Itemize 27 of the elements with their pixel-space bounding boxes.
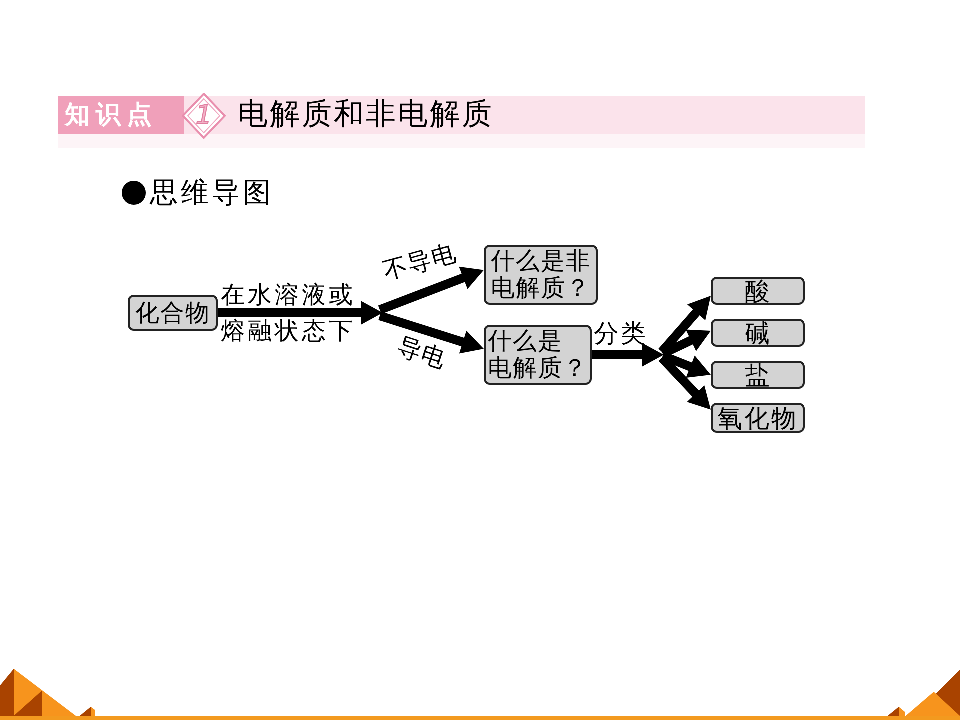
concept-box (711, 361, 805, 389)
arrow-label: 熔融状态下 (221, 319, 356, 343)
arrow (218, 301, 383, 325)
section-number: 1 (182, 93, 226, 139)
title: 电解质和非电解质 (238, 100, 494, 130)
concept-box (711, 319, 805, 347)
arrow (661, 352, 713, 380)
concept-box (128, 295, 218, 331)
concept-text: 什么是非电解质？ (491, 248, 591, 302)
concept-text: 盐 (745, 362, 771, 388)
arrow (378, 266, 486, 314)
arrow (378, 312, 486, 354)
concept-text: 碱 (745, 320, 771, 346)
section-heading: 思维导图 (150, 179, 274, 207)
arrow (592, 343, 664, 367)
concept-text: 酸 (745, 278, 771, 304)
concept-text: 什么是电解质？ (488, 328, 588, 382)
concept-box (711, 403, 805, 433)
arrow-label: 导电 (394, 334, 450, 372)
concept-text: 化合物 (136, 300, 210, 326)
arrow-label: 不导电 (380, 240, 460, 284)
arrow-label: 分类 (594, 321, 648, 346)
arrow-label: 在水溶液或 (221, 283, 356, 307)
concept-box (484, 245, 598, 305)
concept-box (711, 277, 805, 305)
section-tag: 知识点 (58, 96, 184, 134)
concept-text: 氧化物 (718, 404, 798, 432)
